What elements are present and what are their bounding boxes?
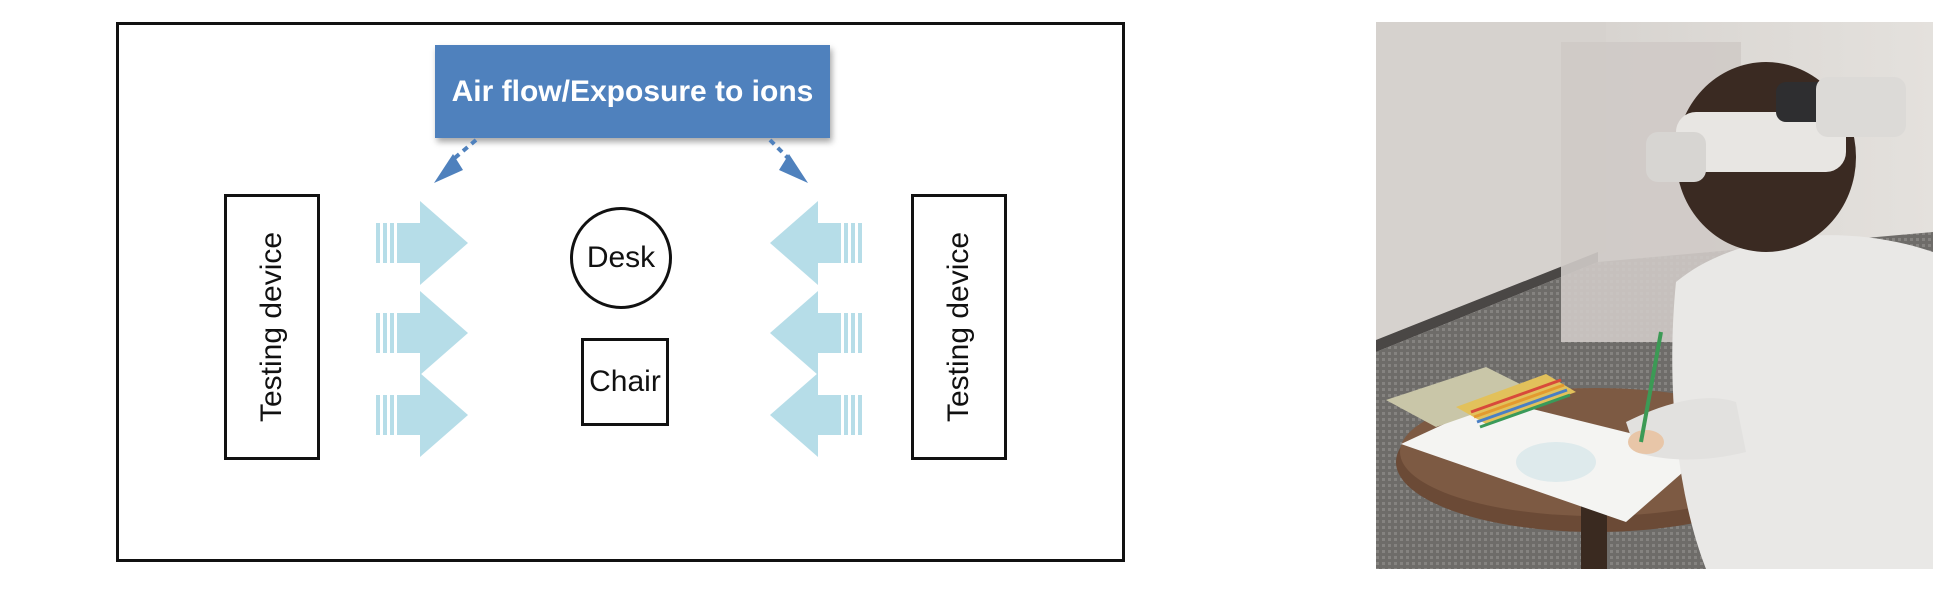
desk-label: Desk [586,241,656,274]
callout-pointer-left [434,138,478,183]
airflow-arrow-left-2 [376,291,468,375]
chair-label: Chair [589,365,661,398]
airflow-arrow-right-2 [770,291,862,375]
testing-device-right: Testing device [911,194,1007,460]
airflow-arrow-right-3 [770,373,862,457]
airflow-arrow-left-3 [376,373,468,457]
airflow-callout-label: Air flow/Exposure to ions [451,74,814,108]
testing-device-left: Testing device [224,194,320,460]
testing-device-right-label: Testing device [942,231,976,423]
airflow-arrow-left-1 [376,201,468,285]
experiment-photo [1376,22,1933,569]
airflow-arrow-right-1 [770,201,862,285]
testing-device-left-label: Testing device [255,231,289,423]
airflow-callout: Air flow/Exposure to ions [435,45,830,138]
experiment-layout-diagram [116,22,1125,562]
chair: Chair [581,338,669,426]
person-coloring-photo-icon [1376,22,1933,569]
callout-pointer-right [768,138,808,183]
desk: Desk [570,207,672,309]
